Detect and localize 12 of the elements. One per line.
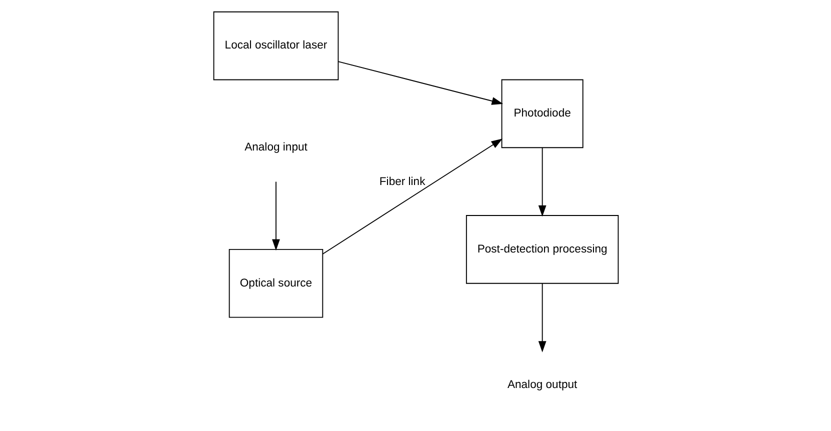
arrow xyxy=(538,283,546,352)
arrow xyxy=(337,61,503,105)
arrow xyxy=(272,181,280,251)
node-text: Analog output xyxy=(506,379,577,392)
node-box: Post-detection processing xyxy=(465,215,618,284)
node-box: Photodiode xyxy=(500,79,583,148)
arrow xyxy=(322,138,502,254)
node-box: Optical source xyxy=(228,248,323,318)
node-text: Analog input xyxy=(244,142,307,154)
edge-label: Fiber link xyxy=(378,176,425,188)
node-box: Local oscillator laser xyxy=(212,11,338,80)
arrow xyxy=(538,147,546,217)
